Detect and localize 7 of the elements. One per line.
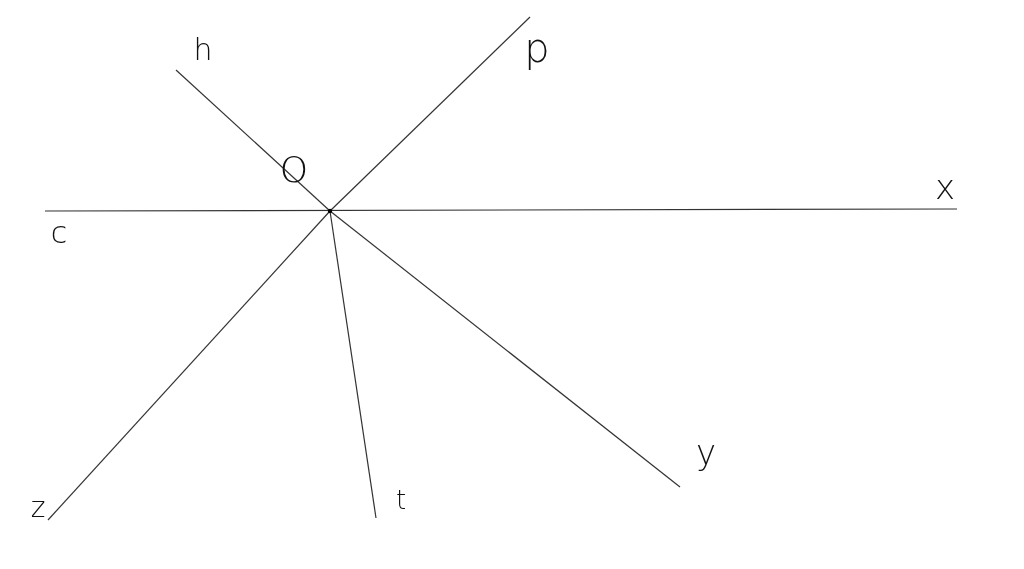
line-label: p	[524, 28, 550, 68]
line-label: z	[30, 494, 46, 522]
line-label: c	[50, 218, 68, 248]
line-label: x	[934, 170, 956, 204]
line-label: h	[193, 35, 213, 65]
line-label: y	[695, 435, 717, 469]
line-label: t	[395, 487, 407, 513]
